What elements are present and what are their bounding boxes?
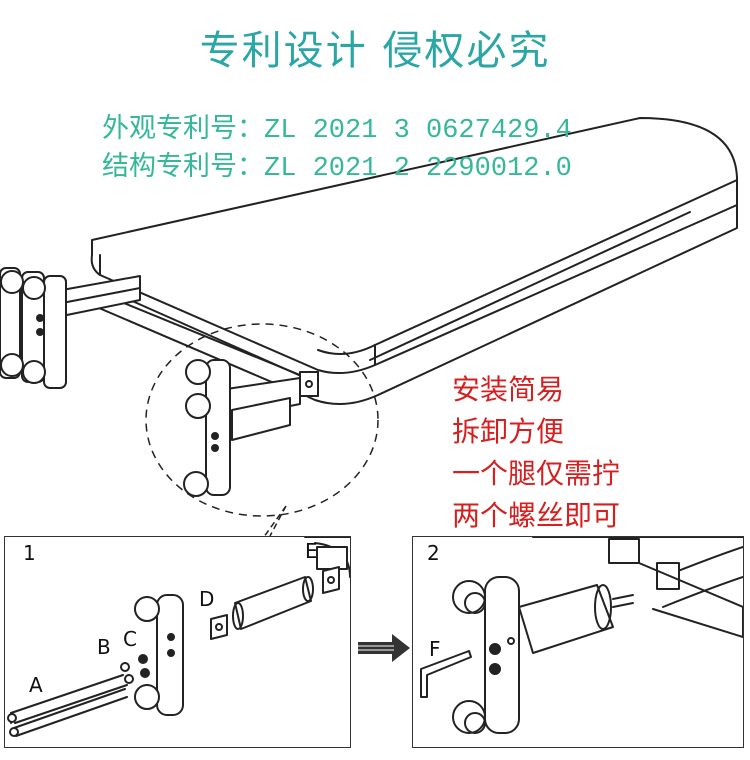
assembled-leg-diagram xyxy=(420,537,743,734)
appearance-patent: 外观专利号：ZL 2021 3 0627429.4 xyxy=(102,106,572,146)
feature-two-screws: 两个螺丝即可 xyxy=(452,499,621,532)
appearance-patent-number: ZL 2021 3 0627429.4 xyxy=(264,116,572,146)
appearance-patent-label: 外观专利号： xyxy=(102,113,264,144)
feature-easy-remove: 拆卸方便 xyxy=(452,415,565,448)
part-label-d: D xyxy=(199,587,215,611)
structure-patent-label: 结构专利号： xyxy=(102,151,264,182)
step-1-number: 1 xyxy=(23,541,36,565)
structure-patent: 结构专利号：ZL 2021 2 2290012.0 xyxy=(102,144,572,184)
feature-per-leg: 一个腿仅需拧 xyxy=(452,457,621,490)
feature-easy-install: 安装简易 xyxy=(452,373,565,406)
step-2-number: 2 xyxy=(427,541,440,565)
exploded-parts-diagram xyxy=(7,537,350,737)
structure-patent-number: ZL 2021 2 2290012.0 xyxy=(264,154,572,184)
part-label-e: E xyxy=(305,539,318,563)
part-label-c: C xyxy=(123,627,137,651)
part-label-f: F xyxy=(429,637,441,661)
step-1-panel: 1 A B C D E xyxy=(4,536,351,748)
page-title: 专利设计 侵权必究 xyxy=(199,28,551,74)
step-2-panel: 2 F xyxy=(412,536,744,748)
part-label-a: A xyxy=(29,673,43,697)
part-label-b: B xyxy=(97,635,111,659)
